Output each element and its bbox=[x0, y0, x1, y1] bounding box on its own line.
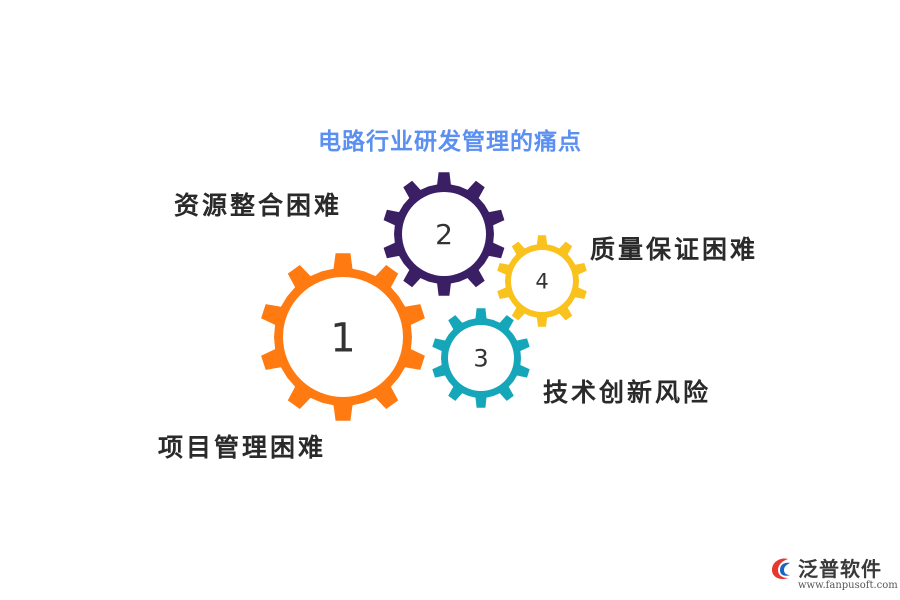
gear-2: 2 bbox=[383, 172, 505, 296]
label-gear-1: 项目管理困难 bbox=[158, 433, 327, 462]
brand-url: www.fanpusoft.com bbox=[798, 580, 898, 591]
gear-3-number: 3 bbox=[473, 345, 488, 373]
brand-name: 泛普软件 bbox=[798, 557, 882, 581]
gear-4-number: 4 bbox=[535, 270, 548, 294]
gear-3-hub bbox=[448, 325, 514, 391]
gear-1-number: 1 bbox=[330, 315, 355, 361]
diagram-title: 电路行业研发管理的痛点 bbox=[318, 129, 582, 155]
gear-1: 1 bbox=[261, 253, 425, 421]
label-gear-3: 技术创新风险 bbox=[543, 378, 712, 407]
brand-logo: 泛普软件 www.fanpusoft.com bbox=[768, 553, 898, 597]
gear-3: 3 bbox=[432, 308, 530, 408]
gear-1-hub bbox=[283, 277, 403, 397]
label-gear-4: 质量保证困难 bbox=[590, 235, 759, 264]
gear-4: 4 bbox=[497, 235, 587, 327]
gear-4-hub bbox=[511, 250, 573, 312]
gear-2-number: 2 bbox=[435, 218, 453, 251]
label-gear-2: 资源整合困难 bbox=[174, 191, 343, 220]
gear-2-hub bbox=[402, 192, 486, 276]
fanpu-logo-icon bbox=[772, 558, 790, 580]
